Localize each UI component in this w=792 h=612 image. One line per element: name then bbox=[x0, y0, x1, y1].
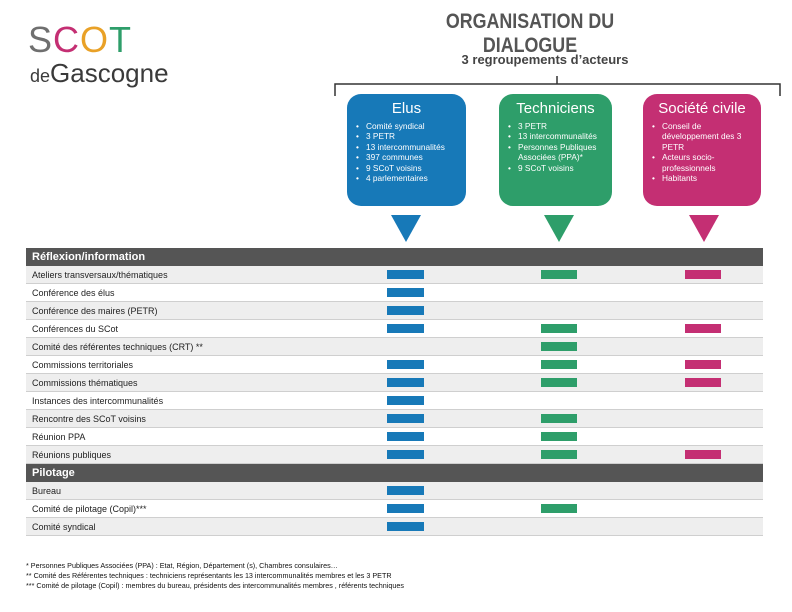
table-row: Rencontre des SCoT voisins bbox=[26, 410, 763, 428]
group-item: 13 intercommunalités bbox=[355, 142, 458, 153]
participation-marker-soc bbox=[685, 360, 721, 369]
group-item: 4 parlementaires bbox=[355, 173, 458, 184]
row-label: Rencontre des SCoT voisins bbox=[32, 414, 146, 424]
table-row: Réunions publiques bbox=[26, 446, 763, 464]
group-item: Comité syndical bbox=[355, 121, 458, 132]
group-item: Conseil de développement des 3 PETR bbox=[651, 121, 753, 152]
participation-marker-soc bbox=[685, 450, 721, 459]
row-label: Réunion PPA bbox=[32, 432, 86, 442]
row-label: Commissions thématiques bbox=[32, 378, 138, 388]
row-label: Comité syndical bbox=[32, 522, 96, 532]
arrow-down-societe-civile-icon bbox=[689, 215, 719, 242]
section-header: Pilotage bbox=[26, 464, 763, 482]
page-subtitle: 3 regroupements d’acteurs bbox=[461, 52, 629, 67]
participation-marker-elus bbox=[387, 396, 424, 405]
row-label: Comité de pilotage (Copil)*** bbox=[32, 504, 147, 514]
row-label: Comité des référentes techniques (CRT) *… bbox=[32, 342, 203, 352]
group-item: Acteurs socio-professionnels bbox=[651, 152, 753, 173]
participation-marker-elus bbox=[387, 306, 424, 315]
participation-marker-tech bbox=[541, 324, 577, 333]
participation-marker-elus bbox=[387, 414, 424, 423]
participation-marker-tech bbox=[541, 270, 577, 279]
participation-marker-elus bbox=[387, 522, 424, 531]
group-title-techniciens: Techniciens bbox=[516, 100, 595, 117]
row-label: Instances des intercommunalités bbox=[32, 396, 164, 406]
table-row: Conférences du SCot bbox=[26, 320, 763, 338]
row-label: Conférence des maires (PETR) bbox=[32, 306, 158, 316]
group-item: Habitants bbox=[651, 173, 753, 184]
group-item: 3 PETR bbox=[507, 121, 604, 132]
arrow-down-techniciens-icon bbox=[544, 215, 574, 242]
logo-letter-c: C bbox=[53, 19, 81, 60]
group-title-elus: Elus bbox=[391, 100, 422, 117]
arrow-down-elus-icon bbox=[391, 215, 421, 242]
section-header: Réflexion/information bbox=[26, 248, 763, 266]
participation-marker-elus bbox=[387, 270, 424, 279]
participation-marker-soc bbox=[685, 378, 721, 387]
group-card-societe-civile: Société civile Conseil de développement … bbox=[643, 94, 761, 206]
logo-letter-t: T bbox=[109, 19, 133, 60]
row-label: Commissions territoriales bbox=[32, 360, 134, 370]
participation-marker-tech bbox=[541, 432, 577, 441]
table-row: Conférence des élus bbox=[26, 284, 763, 302]
logo-scot-wordmark: SCOT bbox=[28, 20, 132, 60]
logo-gascogne: Gascogne bbox=[50, 58, 169, 88]
group-item: Personnes Publiques Associées (PPA)* bbox=[507, 142, 604, 163]
group-item: 9 SCoT voisins bbox=[355, 163, 458, 174]
footnote: ** Comité des Référentes techniques : te… bbox=[26, 571, 392, 580]
row-label: Ateliers transversaux/thématiques bbox=[32, 270, 168, 280]
footnote: *** Comité de pilotage (Copil) : membres… bbox=[26, 581, 404, 590]
table-row: Réunion PPA bbox=[26, 428, 763, 446]
table-row: Ateliers transversaux/thématiques bbox=[26, 266, 763, 284]
groups-bracket bbox=[334, 76, 781, 96]
row-label: Conférence des élus bbox=[32, 288, 115, 298]
participation-marker-elus bbox=[387, 288, 424, 297]
footnote: * Personnes Publiques Associées (PPA) : … bbox=[26, 561, 338, 570]
group-list-techniciens: 3 PETR 13 intercommunalités Personnes Pu… bbox=[507, 121, 604, 173]
table-row: Commissions territoriales bbox=[26, 356, 763, 374]
participation-marker-elus bbox=[387, 504, 424, 513]
row-label: Conférences du SCot bbox=[32, 324, 119, 334]
participation-marker-soc bbox=[685, 270, 721, 279]
table-row: Bureau bbox=[26, 482, 763, 500]
participation-marker-tech bbox=[541, 450, 577, 459]
participation-marker-soc bbox=[685, 324, 721, 333]
table-row: Conférence des maires (PETR) bbox=[26, 302, 763, 320]
group-card-elus: Elus Comité syndical 3 PETR 13 intercomm… bbox=[347, 94, 466, 206]
participation-marker-elus bbox=[387, 360, 424, 369]
group-title-societe-civile: Société civile bbox=[658, 100, 746, 117]
table-row: Comité des référentes techniques (CRT) *… bbox=[26, 338, 763, 356]
participation-marker-tech bbox=[541, 504, 577, 513]
logo-de: de bbox=[30, 66, 51, 86]
group-item: 9 SCoT voisins bbox=[507, 163, 604, 174]
logo-subtitle: deGascogne bbox=[30, 58, 169, 91]
table-row: Instances des intercommunalités bbox=[26, 392, 763, 410]
participation-marker-tech bbox=[541, 378, 577, 387]
participation-marker-tech bbox=[541, 414, 577, 423]
scot-logo: SCOT deGascogne bbox=[28, 20, 178, 90]
logo-letter-s: S bbox=[28, 19, 54, 60]
participation-marker-elus bbox=[387, 324, 424, 333]
group-list-elus: Comité syndical 3 PETR 13 intercommunali… bbox=[355, 121, 458, 184]
participation-marker-elus bbox=[387, 432, 424, 441]
participation-marker-elus bbox=[387, 450, 424, 459]
row-label: Réunions publiques bbox=[32, 450, 112, 460]
page-title: ORGANISATION DU DIALOGUE bbox=[445, 10, 615, 57]
participation-marker-tech bbox=[541, 360, 577, 369]
participation-marker-elus bbox=[387, 378, 424, 387]
footnotes: * Personnes Publiques Associées (PPA) : … bbox=[26, 561, 766, 591]
table-row: Commissions thématiques bbox=[26, 374, 763, 392]
group-item: 13 intercommunalités bbox=[507, 131, 604, 142]
participation-marker-tech bbox=[541, 342, 577, 351]
group-list-societe-civile: Conseil de développement des 3 PETR Acte… bbox=[651, 121, 753, 184]
participation-marker-elus bbox=[387, 486, 424, 495]
row-label: Bureau bbox=[32, 486, 62, 496]
table-row: Comité de pilotage (Copil)*** bbox=[26, 500, 763, 518]
logo-letter-o: O bbox=[80, 19, 110, 60]
table-row: Comité syndical bbox=[26, 518, 763, 536]
group-card-techniciens: Techniciens 3 PETR 13 intercommunalités … bbox=[499, 94, 612, 206]
group-item: 397 communes bbox=[355, 152, 458, 163]
group-item: 3 PETR bbox=[355, 131, 458, 142]
